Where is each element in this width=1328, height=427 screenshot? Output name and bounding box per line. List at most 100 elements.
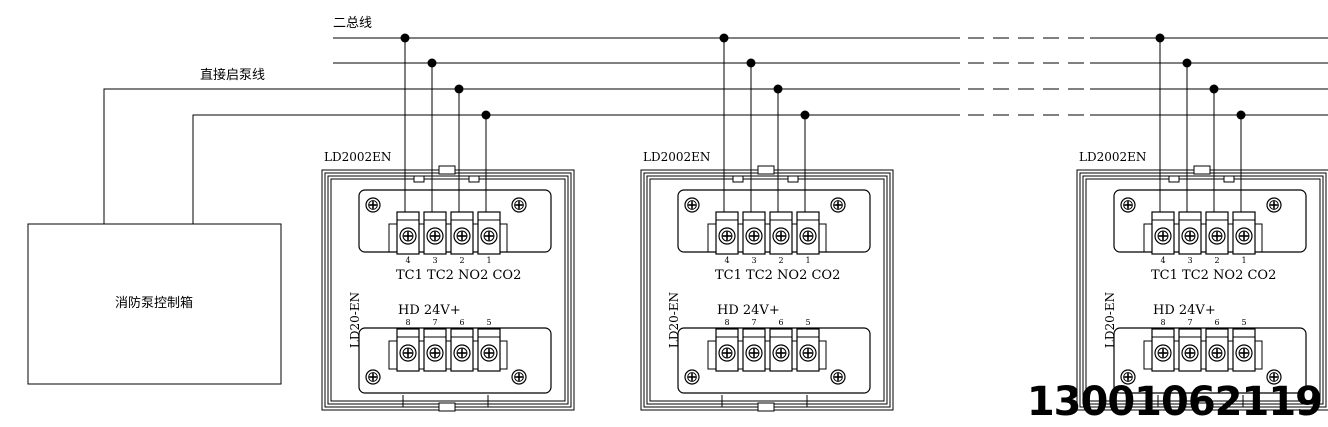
phone-watermark: 13001062119 — [1026, 379, 1323, 425]
side-model-label: LD20-EN — [1103, 292, 1117, 348]
terminal-number: 5 — [1241, 318, 1246, 327]
terminal-number: 7 — [751, 318, 756, 327]
mount-screw-icon — [830, 197, 846, 213]
terminal-screw-icon — [1235, 344, 1253, 362]
bottom-clip — [1193, 402, 1211, 412]
lower-plate — [1113, 327, 1307, 394]
side-model-label: LD20-EN — [667, 292, 681, 348]
terminal-screw-icon — [1154, 344, 1172, 362]
terminal-screw-icon — [1181, 344, 1199, 362]
terminal-screw-icon — [799, 227, 817, 245]
terminal-number: 2 — [1214, 256, 1219, 265]
side-model-label: LD20-EN — [348, 292, 362, 348]
terminal-screw-icon — [399, 227, 417, 245]
terminal-screw-icon — [745, 227, 763, 245]
module-model-label: LD2002EN — [643, 150, 710, 164]
pump-line — [192, 114, 486, 224]
module-frame — [321, 169, 575, 411]
top-clip — [1193, 165, 1211, 175]
top-clip — [438, 165, 456, 175]
upper-terminal-labels: TC1 TC2 NO2 CO2 — [396, 268, 521, 283]
terminal-number: 6 — [459, 318, 464, 327]
terminal-screw-icon — [426, 344, 444, 362]
terminal-number: 8 — [405, 318, 410, 327]
pump-control-box: 消防泵控制箱 — [27, 223, 282, 385]
mount-screw-icon — [365, 197, 381, 213]
module-frame — [1076, 169, 1328, 411]
terminal-number: 7 — [1187, 318, 1192, 327]
bus-wires — [103, 37, 1328, 224]
bus-line-label: 二总线 — [333, 16, 372, 31]
module-frame — [640, 169, 894, 411]
pump-line — [103, 88, 459, 224]
upper-terminal-block — [388, 211, 508, 255]
terminal-screw-icon — [1208, 227, 1226, 245]
control-box-label: 消防泵控制箱 — [115, 295, 193, 311]
lower-terminal-block — [1143, 328, 1263, 372]
mount-screw-icon — [1120, 197, 1136, 213]
terminal-number: 2 — [778, 256, 783, 265]
terminal-number: 4 — [724, 256, 729, 265]
mount-screw-icon — [1120, 369, 1136, 385]
bottom-clip — [757, 402, 775, 412]
mount-screw-icon — [1266, 369, 1282, 385]
terminal-screw-icon — [799, 344, 817, 362]
terminal-number: 1 — [805, 256, 810, 265]
upper-terminal-labels: TC1 TC2 NO2 CO2 — [1151, 268, 1276, 283]
mount-screw-icon — [511, 197, 527, 213]
lower-plate — [358, 327, 552, 394]
terminal-number: 7 — [432, 318, 437, 327]
terminal-number: 6 — [778, 318, 783, 327]
mount-screw-icon — [684, 197, 700, 213]
terminal-number: 8 — [724, 318, 729, 327]
bottom-clip — [438, 402, 456, 412]
terminal-screw-icon — [453, 344, 471, 362]
terminal-screw-icon — [480, 344, 498, 362]
terminal-screw-icon — [718, 344, 736, 362]
terminal-screw-icon — [480, 227, 498, 245]
upper-terminal-block — [1143, 211, 1263, 255]
top-clip — [757, 165, 775, 175]
terminal-number: 1 — [486, 256, 491, 265]
terminal-number: 2 — [459, 256, 464, 265]
terminal-number: 4 — [405, 256, 410, 265]
terminal-number: 5 — [805, 318, 810, 327]
terminal-screw-icon — [426, 227, 444, 245]
module-model-label: LD2002EN — [324, 150, 391, 164]
terminal-number: 4 — [1160, 256, 1165, 265]
terminal-screw-icon — [1208, 344, 1226, 362]
mount-screw-icon — [511, 369, 527, 385]
terminal-number: 1 — [1241, 256, 1246, 265]
terminal-screw-icon — [745, 344, 763, 362]
upper-terminal-block — [707, 211, 827, 255]
lower-terminal-block — [388, 328, 508, 372]
terminal-screw-icon — [1235, 227, 1253, 245]
terminal-number: 6 — [1214, 318, 1219, 327]
terminal-number: 3 — [751, 256, 756, 265]
module-model-label: LD2002EN — [1079, 150, 1146, 164]
lower-plate — [677, 327, 871, 394]
terminal-screw-icon — [453, 227, 471, 245]
terminal-screw-icon — [772, 227, 790, 245]
mount-screw-icon — [684, 369, 700, 385]
terminal-screw-icon — [718, 227, 736, 245]
mount-screw-icon — [830, 369, 846, 385]
terminal-screw-icon — [1154, 227, 1172, 245]
power-label: HD 24V+ — [398, 303, 461, 318]
terminal-number: 8 — [1160, 318, 1165, 327]
terminal-screw-icon — [399, 344, 417, 362]
power-label: HD 24V+ — [1153, 303, 1216, 318]
terminal-number: 3 — [1187, 256, 1192, 265]
terminal-screw-icon — [1181, 227, 1199, 245]
power-label: HD 24V+ — [717, 303, 780, 318]
lower-terminal-block — [707, 328, 827, 372]
terminal-screw-icon — [772, 344, 790, 362]
mount-screw-icon — [365, 369, 381, 385]
terminal-number: 3 — [432, 256, 437, 265]
upper-terminal-labels: TC1 TC2 NO2 CO2 — [715, 268, 840, 283]
